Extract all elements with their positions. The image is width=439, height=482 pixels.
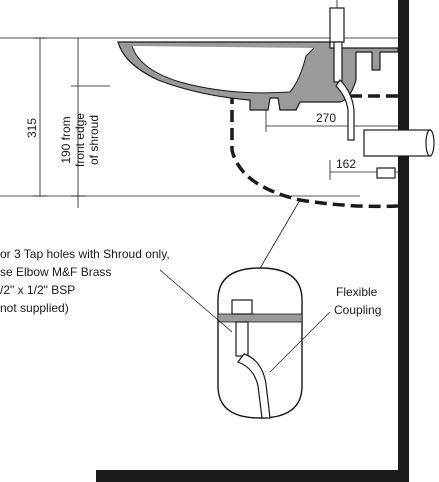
dim-270: 270	[316, 111, 336, 125]
dim-190-line2: front edge	[73, 113, 87, 167]
dim-190-line3: of shroud	[87, 115, 101, 165]
floor-wall-bottom	[96, 470, 409, 482]
dim-162: 162	[336, 157, 356, 171]
tap-note-line2: se Elbow M&F Brass	[0, 265, 111, 279]
tap-assembly	[329, 0, 355, 141]
tap-note-line1: or 3 Tap holes with Shroud only,	[0, 247, 170, 261]
dim-315: 315	[25, 118, 39, 138]
tap-note-line4: not supplied)	[0, 301, 69, 315]
coupling-label-line2: Coupling	[334, 303, 381, 317]
wall-outlet	[363, 129, 435, 179]
dim-190-line1: 190 from	[59, 116, 73, 163]
coupling-label-line1: Flexible	[336, 285, 378, 299]
tap-note-line3: /2" x 1/2" BSP	[0, 283, 75, 297]
tap-note-leader	[159, 269, 233, 333]
coupling-leader	[269, 311, 331, 373]
wall-vertical	[398, 0, 409, 482]
detail-capsule	[217, 267, 303, 419]
